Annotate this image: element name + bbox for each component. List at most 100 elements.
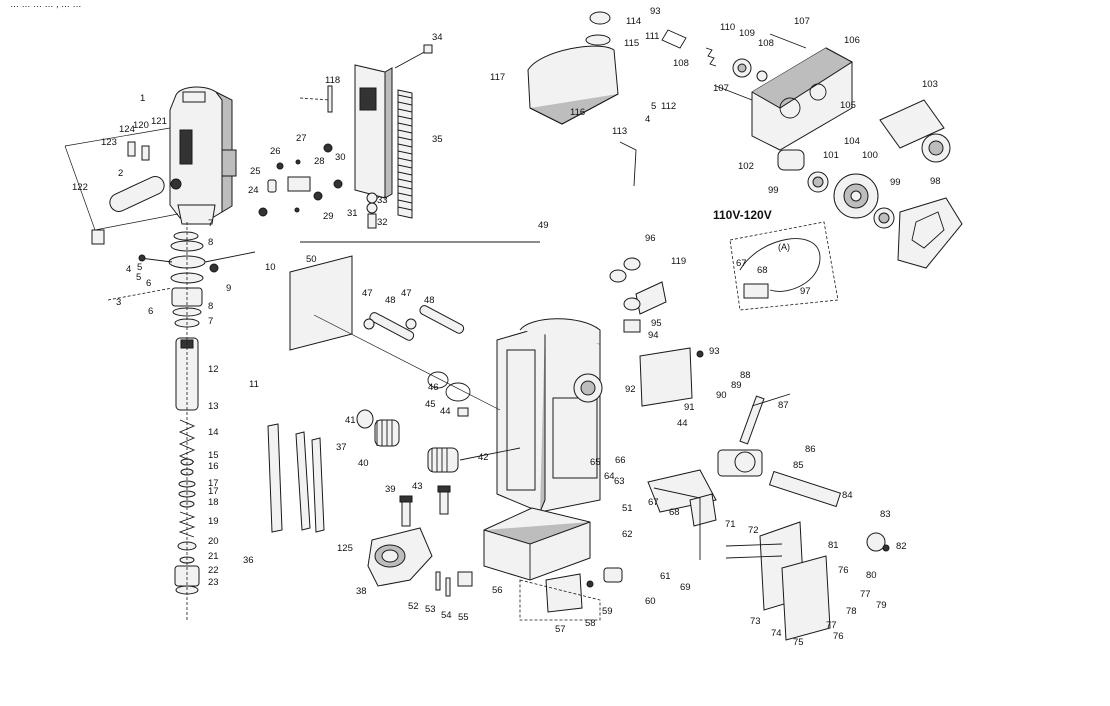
callout-12: 12: [208, 364, 219, 375]
callout-40: 40: [358, 458, 369, 469]
cable-glands: [609, 257, 667, 333]
callout-72: 72: [748, 525, 759, 536]
callout-68: 68: [757, 265, 768, 276]
callout-100: 100: [862, 150, 878, 161]
callout-63: 63: [614, 476, 625, 487]
callout-87: 87: [778, 400, 789, 411]
callout-41: 41: [345, 415, 356, 426]
callout-47: 47: [362, 288, 373, 299]
switch-box-69: [647, 469, 717, 560]
callout-9: 9: [226, 283, 231, 294]
callout-118: 118: [325, 75, 340, 86]
bracket-92: [639, 347, 704, 407]
cord-label: (A): [778, 242, 790, 252]
motor-103: [879, 99, 951, 163]
callout-38: 38: [356, 586, 367, 597]
callout-13: 13: [208, 401, 219, 412]
callout-5: 5: [137, 262, 142, 273]
callout-3: 3: [116, 297, 121, 308]
callout-114: 114: [626, 16, 641, 27]
callout-30: 30: [335, 152, 346, 163]
callout-59: 59: [602, 606, 613, 617]
guide-plate: [289, 255, 501, 411]
callout-121: 121: [151, 116, 167, 127]
callout-33: 33: [377, 195, 388, 206]
lever-113: [619, 141, 637, 187]
callout-47: 47: [401, 288, 412, 299]
callout-5: 5: [651, 101, 656, 112]
callout-19: 19: [208, 516, 219, 527]
gasket-98: [897, 197, 963, 269]
guide-pins: [363, 305, 465, 341]
callout-65: 65: [590, 457, 601, 468]
callout-61: 61: [660, 571, 671, 582]
main-frame: [300, 241, 603, 513]
callout-91: 91: [684, 402, 695, 413]
callout-27: 27: [296, 133, 307, 144]
callout-32: 32: [377, 217, 388, 228]
callout-84: 84: [842, 490, 853, 501]
callout-90: 90: [716, 390, 727, 401]
callout-110: 110: [720, 22, 735, 33]
magnet-base: [483, 507, 591, 581]
callout-52: 52: [408, 601, 419, 612]
pinion-gears: [356, 409, 521, 473]
callout-28: 28: [314, 156, 325, 167]
callout-82: 82: [896, 541, 907, 552]
callout-75: 75: [793, 637, 804, 648]
callout-78: 78: [846, 606, 857, 617]
callout-53: 53: [425, 604, 436, 615]
callout-58: 58: [585, 618, 596, 629]
callout-44: 44: [677, 418, 688, 429]
callout-88: 88: [740, 370, 751, 381]
callout-124: 124: [119, 124, 135, 135]
callout-98: 98: [930, 176, 941, 187]
base-fasteners: [435, 571, 473, 597]
callout-24: 24: [248, 185, 259, 196]
callout-23: 23: [208, 577, 219, 588]
bearings-108-111: [661, 29, 807, 101]
callout-89: 89: [731, 380, 742, 391]
callout-113: 113: [612, 126, 627, 137]
callout-34: 34: [432, 32, 443, 43]
callout-102: 102: [738, 161, 754, 172]
callout-54: 54: [441, 610, 452, 621]
callout-18: 18: [208, 497, 219, 508]
callout-6: 6: [146, 278, 151, 289]
gears-99-100: [777, 149, 895, 229]
motor-screws: [107, 251, 256, 301]
callout-76: 76: [838, 565, 849, 576]
cover-73-74: [725, 521, 831, 641]
callout-83: 83: [880, 509, 891, 520]
callout-20: 20: [208, 536, 219, 547]
callout-122: 122: [72, 182, 88, 193]
callout-22: 22: [208, 565, 219, 576]
spindle-stack: [168, 222, 206, 620]
label-plate-bracket: [64, 127, 179, 245]
callout-94: 94: [648, 330, 659, 341]
callout-4: 4: [645, 114, 650, 125]
callout-108: 108: [673, 58, 689, 69]
callout-17: 17: [208, 486, 219, 497]
motor-handle-part-2: [109, 176, 182, 212]
callout-43: 43: [412, 481, 423, 492]
callout-5: 5: [136, 272, 141, 283]
callout-37: 37: [336, 442, 347, 453]
callout-50: 50: [306, 254, 317, 265]
callout-66: 66: [615, 455, 626, 466]
gearbox-housing: [751, 47, 853, 151]
callout-119: 119: [671, 256, 686, 267]
callout-93: 93: [709, 346, 720, 357]
callout-108: 108: [758, 38, 774, 49]
motor-housing: [169, 86, 237, 225]
callout-11: 11: [249, 379, 259, 390]
gearbox-cover: [527, 11, 619, 125]
callout-69: 69: [680, 582, 691, 593]
callout-60: 60: [645, 596, 656, 607]
callout-44: 44: [440, 406, 451, 417]
callout-107: 107: [713, 83, 729, 94]
callout-45: 45: [425, 399, 436, 410]
callout-86: 86: [805, 444, 816, 455]
